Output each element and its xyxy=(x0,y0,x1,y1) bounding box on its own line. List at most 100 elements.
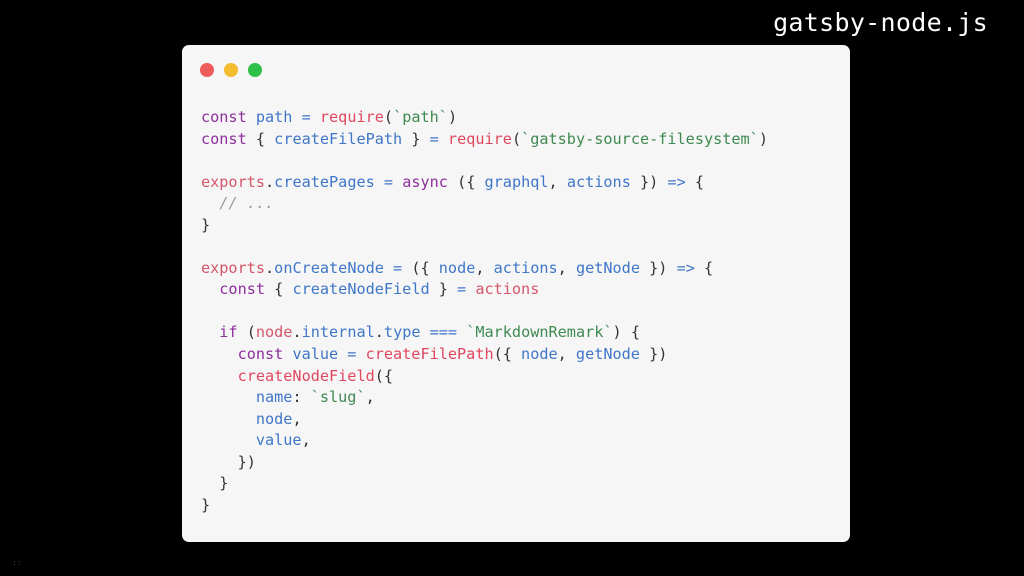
code-token: actions xyxy=(493,258,558,277)
code-token: node xyxy=(201,409,293,428)
maximize-dot-icon[interactable] xyxy=(248,63,262,77)
code-token: actions xyxy=(566,172,631,191)
code-line: } xyxy=(201,215,768,237)
code-token: if xyxy=(201,323,247,342)
code-token: node xyxy=(255,323,293,342)
code-token: actions xyxy=(475,280,540,299)
code-token: require xyxy=(319,108,384,126)
code-line: // ... xyxy=(201,193,768,215)
code-line xyxy=(201,236,768,258)
code-token: getNode xyxy=(575,345,640,364)
code-token: { xyxy=(274,280,293,299)
code-token: ) xyxy=(447,108,458,126)
code-token: ({ xyxy=(374,366,394,385)
code-token: , xyxy=(365,388,375,407)
code-token: createNodeField xyxy=(201,366,375,385)
code-window: const path = require(`path`)const { crea… xyxy=(182,45,850,542)
code-token: . xyxy=(374,323,384,342)
code-token: }) xyxy=(639,258,677,277)
code-line: value, xyxy=(201,430,768,452)
code-line: exports.createPages = async ({ graphql, … xyxy=(201,172,768,194)
code-line: } xyxy=(201,495,768,517)
code-token: } xyxy=(201,495,211,514)
code-token: const xyxy=(201,280,275,299)
code-token: ) { xyxy=(612,323,640,342)
code-token: = xyxy=(383,258,412,277)
code-line: if (node.internal.type === `MarkdownRema… xyxy=(201,322,768,344)
code-token: = xyxy=(457,280,476,299)
code-token: ( xyxy=(246,323,256,342)
minimize-dot-icon[interactable] xyxy=(224,63,238,77)
code-token: const xyxy=(201,108,256,126)
code-token: exports xyxy=(201,258,266,277)
code-token: , xyxy=(557,345,576,364)
code-line xyxy=(201,150,768,172)
code-token: , xyxy=(475,258,494,277)
code-token: . xyxy=(265,172,275,191)
close-dot-icon[interactable] xyxy=(200,63,214,77)
corner-mark: :: xyxy=(12,558,22,567)
code-token: { xyxy=(694,172,705,191)
code-token: }) xyxy=(201,452,256,471)
code-token: { xyxy=(255,129,275,148)
code-token: createPages xyxy=(274,172,375,191)
code-token: `gatsby-source-filesystem` xyxy=(521,129,759,148)
code-token: value xyxy=(292,345,339,364)
code-token: path xyxy=(255,108,293,126)
code-token: ) xyxy=(758,129,768,148)
code-line: const { createFilePath } = require(`gats… xyxy=(201,129,768,151)
code-token: = xyxy=(374,172,403,191)
code-token: require xyxy=(447,129,512,148)
code-token: }) xyxy=(630,172,668,191)
code-token: ({ xyxy=(457,172,485,191)
code-line: const path = require(`path`) xyxy=(201,107,768,129)
code-token: const xyxy=(201,129,256,148)
file-name-label: gatsby-node.js xyxy=(773,8,988,37)
code-token: => xyxy=(676,258,704,277)
code-line: const value = createFilePath({ node, get… xyxy=(201,344,768,366)
code-token: = xyxy=(429,129,448,148)
code-token: = xyxy=(338,345,366,364)
code-line: createNodeField({ xyxy=(201,366,768,388)
code-line: exports.onCreateNode = ({ node, actions,… xyxy=(201,258,768,280)
code-token: value xyxy=(201,431,302,450)
code-token: async xyxy=(402,172,458,191)
code-token: const xyxy=(201,345,293,364)
code-token: onCreateNode xyxy=(274,258,384,277)
code-line: const { createNodeField } = actions xyxy=(201,279,768,301)
code-token: , xyxy=(292,409,302,428)
code-token: name xyxy=(201,388,293,407)
code-token: , xyxy=(301,431,311,450)
code-token: ({ xyxy=(411,258,439,277)
code-token: `MarkdownRemark` xyxy=(466,323,613,342)
code-token: . xyxy=(292,323,302,342)
code-token: createFilePath xyxy=(274,129,403,148)
code-line xyxy=(201,301,768,323)
code-token: { xyxy=(704,258,714,277)
code-token: ({ xyxy=(493,345,522,364)
code-token: } xyxy=(402,129,430,148)
code-token: `path` xyxy=(393,108,448,126)
code-token: `slug` xyxy=(310,388,366,407)
code-token: ( xyxy=(383,108,394,126)
code-line: } xyxy=(201,473,768,495)
code-line: }) xyxy=(201,452,768,474)
code-token: === xyxy=(420,323,467,342)
code-token: node xyxy=(521,345,558,364)
code-token: = xyxy=(292,108,320,126)
code-token: internal xyxy=(301,323,375,342)
code-token: getNode xyxy=(575,258,640,277)
code-token: , xyxy=(557,258,576,277)
code-token: graphql xyxy=(484,172,549,191)
code-token: createNodeField xyxy=(292,280,430,299)
code-token: => xyxy=(667,172,695,191)
code-token: ( xyxy=(511,129,522,148)
code-line: name: `slug`, xyxy=(201,387,768,409)
code-token: createFilePath xyxy=(365,345,494,364)
code-token: : xyxy=(292,388,311,407)
code-token: }) xyxy=(639,345,668,364)
code-token: // ... xyxy=(201,194,275,213)
code-block: const path = require(`path`)const { crea… xyxy=(201,107,768,516)
code-token: type xyxy=(383,323,421,342)
code-token: } xyxy=(201,474,229,493)
